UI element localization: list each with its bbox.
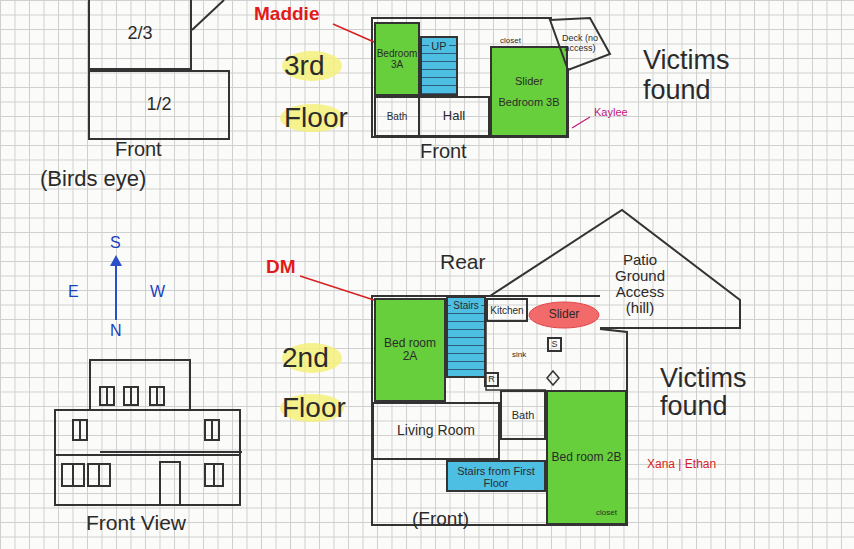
bath-room: Bath <box>374 96 420 137</box>
room-note: closet <box>596 508 617 517</box>
interior-wall <box>486 322 546 390</box>
hall-room: Hall <box>418 96 490 137</box>
view-label: Front <box>115 138 162 161</box>
deck-area: Deck (no access) <box>548 14 612 74</box>
view-label: (Front) <box>412 508 469 530</box>
front-view-building <box>55 360 242 505</box>
room-label: Stairs from First Floor <box>448 465 544 489</box>
room-label: Bedroom 3B <box>498 96 559 108</box>
floor-outline <box>372 18 568 137</box>
section-note: Victims found <box>660 364 780 420</box>
room-label: UP <box>429 40 448 52</box>
section-note: Victims found <box>643 45 763 105</box>
room-label: Kitchen <box>490 305 523 316</box>
room-label: Stairs <box>451 300 481 311</box>
floor-title: 2nd Floor <box>282 333 362 433</box>
living-room: Living Room <box>372 402 500 460</box>
bedroom-room: SliderBedroom 3B <box>490 46 568 137</box>
roof-line <box>192 0 224 30</box>
compass-letter: S <box>110 234 121 252</box>
bedroom-room: Bedroom 3A <box>374 22 420 96</box>
room-label: 2/3 <box>127 24 152 44</box>
room-label: Bed room 2A <box>376 337 444 363</box>
room-label: Hall <box>443 109 465 123</box>
room-label: Slider <box>549 308 580 321</box>
leader-line <box>300 276 374 300</box>
room-label: Slider <box>515 75 543 87</box>
bedroom-room: Bed room 2B <box>546 390 627 525</box>
slider-door: Slider <box>528 301 600 329</box>
birds-eye-section: 2/3 <box>88 0 192 70</box>
stairs-room: Stairs <box>446 296 486 378</box>
appliance-box: S <box>547 337 562 352</box>
room-label: 1/2 <box>146 95 171 115</box>
compass-arrow <box>115 262 117 320</box>
bath-room: Bath <box>500 390 546 440</box>
room-label: Living Room <box>397 423 475 438</box>
view-label: (Birds eye) <box>40 166 146 191</box>
bedroom-room: Bed room 2A <box>374 298 446 402</box>
appliance-box: R <box>484 372 499 387</box>
room-label: Patio Ground Access (hill) <box>600 252 680 316</box>
kitchen-room: Kitchen <box>486 298 528 322</box>
compass-arrowhead <box>110 255 122 266</box>
view-label: Front View <box>86 511 186 535</box>
victim-name: Maddie <box>254 3 319 25</box>
patio-area: Patio Ground Access (hill) <box>488 208 742 332</box>
floor-outline <box>372 296 627 525</box>
compass-letter: E <box>68 283 79 301</box>
fixture-note: sink <box>512 350 526 359</box>
room-note: closet <box>500 36 521 45</box>
compass-letter: N <box>110 322 122 340</box>
room-label: Bed room 2B <box>551 451 621 464</box>
room-label: Bath <box>387 111 408 122</box>
victim-name: Kaylee <box>594 106 628 119</box>
room-label: R <box>488 375 495 385</box>
view-label: Rear <box>440 250 486 274</box>
compass-letter: W <box>150 283 165 301</box>
victim-name: DM <box>266 256 296 278</box>
floor-title: 3rd Floor <box>284 40 364 144</box>
appliance-symbol <box>547 371 559 385</box>
stairs-room: UP <box>420 36 458 96</box>
room-label: Deck (no access) <box>548 34 612 54</box>
stairs-room: Stairs from First Floor <box>446 460 546 492</box>
leader-line <box>572 117 590 128</box>
room-label: Bedroom 3A <box>376 48 418 70</box>
view-label: Front <box>420 140 467 163</box>
victim-name: Xana | Ethan <box>647 458 716 472</box>
patio-text-box: Patio Ground Access (hill) <box>600 252 680 316</box>
room-label: Bath <box>512 409 535 421</box>
birds-eye-section: 1/2 <box>88 70 230 140</box>
leader-line <box>333 24 374 42</box>
room-label: S <box>551 340 557 350</box>
